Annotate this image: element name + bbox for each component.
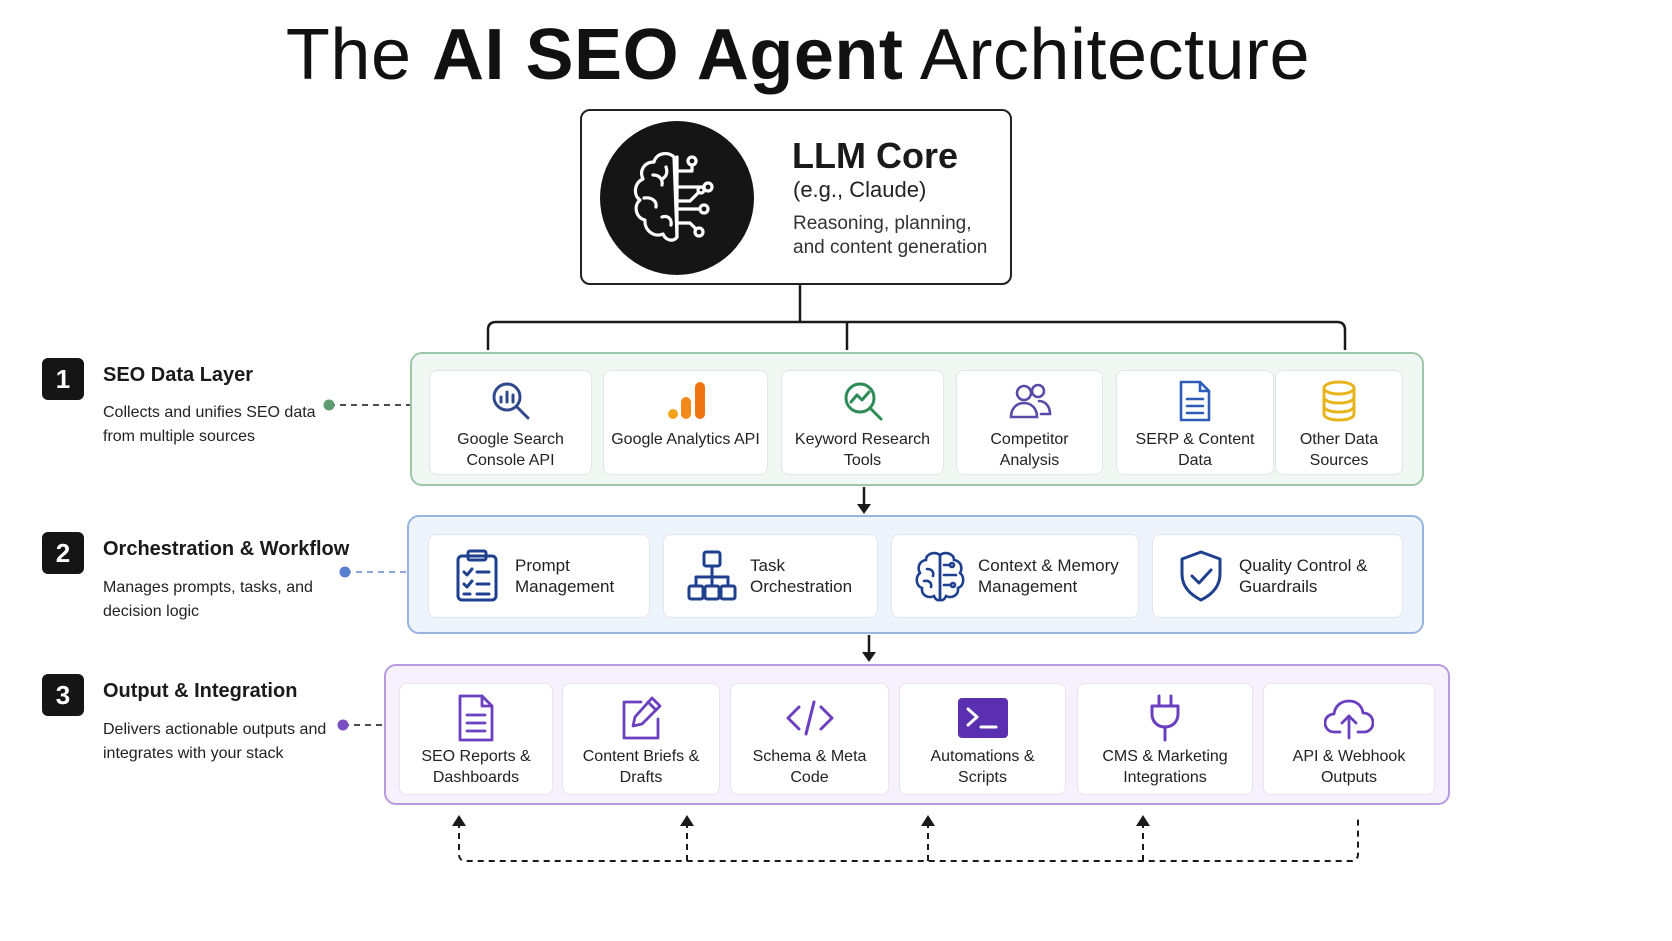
card-label: Quality Control & Guardrails	[1239, 556, 1368, 596]
card-seo-reports: SEO Reports & Dashboards	[399, 683, 553, 795]
card-schema-meta: Schema & Meta Code	[730, 683, 889, 795]
card-label: Competitor Analysis	[990, 431, 1069, 469]
bar-chart-icon	[667, 382, 705, 419]
card-label: Content Briefs & Drafts	[582, 748, 700, 786]
magnifier-chart-icon	[492, 382, 529, 420]
card-prompt-management: Prompt Management	[428, 534, 650, 618]
layer-title: SEO Data Layer	[103, 364, 254, 386]
card-keyword-research: Keyword Research Tools	[781, 370, 944, 475]
layer-number-badge: 1	[42, 358, 84, 400]
brain-icon	[915, 551, 965, 602]
database-icon	[1322, 380, 1356, 422]
card-api-webhook: API & Webhook Outputs	[1263, 683, 1435, 795]
title-bold: AI SEO Agent	[432, 15, 904, 95]
shield-check-icon	[1180, 550, 1222, 602]
layer-number-badge: 2	[42, 532, 84, 574]
card-google-analytics: Google Analytics API	[603, 370, 768, 475]
title-prefix: The	[285, 15, 412, 95]
card-label: Google Search Console API	[457, 431, 564, 469]
card-label: Keyword Research Tools	[794, 431, 931, 469]
card-label: Schema & Meta Code	[752, 748, 867, 786]
card-quality-control: Quality Control & Guardrails	[1152, 534, 1403, 618]
core-subtitle: (e.g., Claude)	[793, 177, 927, 202]
terminal-icon	[957, 698, 1008, 738]
users-icon	[1009, 383, 1051, 419]
card-label: Context & Memory Management	[978, 556, 1119, 596]
llm-core-box: LLM Core (e.g., Claude) Reasoning, plann…	[580, 109, 1012, 285]
hierarchy-icon	[687, 550, 737, 601]
layer-description: Delivers actionable outputs and integrat…	[103, 721, 327, 762]
card-label: CMS & Marketing Integrations	[1102, 748, 1228, 786]
card-label: API & Webhook Outputs	[1292, 748, 1406, 786]
cloud-upload-icon	[1324, 699, 1374, 740]
plug-icon	[1150, 694, 1180, 742]
card-label: SERP & Content Data	[1135, 431, 1255, 469]
card-competitor-analysis: Competitor Analysis	[956, 370, 1103, 475]
core-description: Reasoning, planning, and content generat…	[793, 213, 988, 258]
clipboard-checklist-icon	[456, 549, 498, 602]
card-google-search-console: Google Search Console API	[429, 370, 592, 475]
trend-magnifier-icon	[844, 382, 882, 421]
brain-circuit-icon	[600, 121, 754, 275]
card-label: Task Orchestration	[750, 556, 853, 596]
card-label: Other Data Sources	[1299, 431, 1379, 469]
orchestration-panel: Prompt Management Task Orchestration Con…	[407, 515, 1424, 634]
card-label: Prompt Management	[515, 556, 615, 596]
diagram-title: The AI SEO Agent Architecture	[0, 12, 1596, 98]
layer-number-badge: 3	[42, 674, 84, 716]
layer-title: Orchestration & Workflow	[103, 538, 350, 560]
card-cms-marketing: CMS & Marketing Integrations	[1077, 683, 1253, 795]
layer-description: Manages prompts, tasks, and decision log…	[103, 579, 313, 620]
core-title: LLM Core	[792, 135, 958, 176]
card-label: SEO Reports & Dashboards	[421, 748, 531, 786]
card-content-briefs: Content Briefs & Drafts	[562, 683, 720, 795]
pencil-edit-icon	[622, 696, 662, 740]
output-integration-panel: SEO Reports & Dashboards Content Briefs …	[384, 664, 1450, 805]
layer-description: Collects and unifies SEO data from multi…	[103, 404, 316, 445]
title-suffix: Architecture	[919, 15, 1311, 95]
seo-data-layer-panel: Google Search Console API Google Analyti…	[410, 352, 1424, 486]
layer-title: Output & Integration	[103, 680, 298, 702]
card-context-memory: Context & Memory Management	[891, 534, 1139, 618]
document-icon	[1179, 380, 1211, 422]
report-document-icon	[458, 694, 494, 742]
card-task-orchestration: Task Orchestration	[663, 534, 878, 618]
card-other-data-sources: Other Data Sources	[1275, 370, 1403, 475]
card-automations-scripts: Automations & Scripts	[899, 683, 1066, 795]
card-label: Google Analytics API	[611, 431, 760, 448]
card-label: Automations & Scripts	[930, 748, 1035, 786]
card-serp-content: SERP & Content Data	[1116, 370, 1274, 475]
code-brackets-icon	[786, 700, 833, 736]
